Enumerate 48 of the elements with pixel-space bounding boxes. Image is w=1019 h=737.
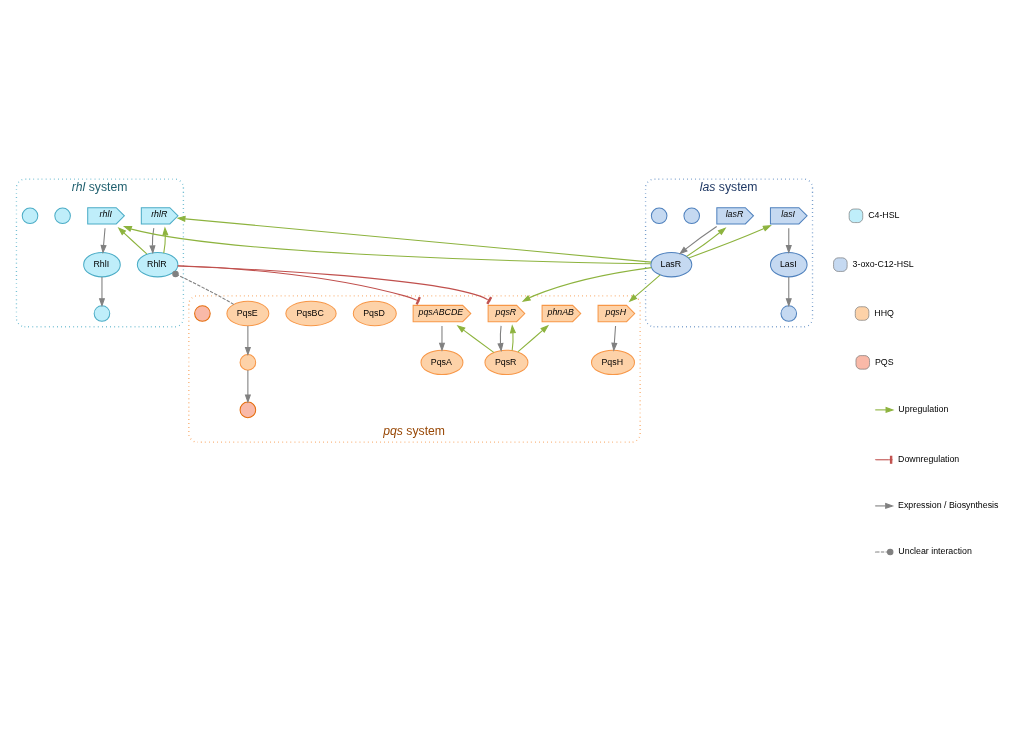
legend-label: Unclear interaction [898, 545, 972, 556]
node-ellipse: PqsR [484, 349, 529, 375]
connector [172, 270, 235, 305]
arrow [688, 224, 772, 258]
legend-label: Upregulation [898, 403, 949, 414]
node-circle [194, 304, 211, 322]
node-ellipse: PqsA [420, 349, 464, 375]
node-ellipse: PqsD [352, 300, 397, 326]
arrow [497, 324, 504, 352]
arrow [98, 276, 106, 307]
arrow [100, 227, 107, 254]
arrow [509, 323, 517, 351]
arrow [244, 369, 251, 404]
arrow [611, 324, 618, 352]
arrow [438, 324, 446, 352]
node-circle [21, 207, 39, 224]
legend-label: HHQ [874, 307, 894, 318]
arrow [678, 225, 718, 255]
node-circle [683, 207, 701, 224]
arrow [117, 226, 148, 254]
legend-label: 3-oxo-C12-HSL [852, 258, 914, 269]
arrow [456, 324, 495, 353]
node-ellipse: PqsE [226, 300, 270, 326]
legend-label: C4-HSL [868, 209, 900, 220]
node-ellipse: LasI [769, 251, 808, 277]
arrow [176, 215, 652, 263]
node-ellipse: PqsBC [285, 300, 337, 326]
arrow [244, 324, 251, 356]
connector [177, 265, 493, 304]
node-ellipse: PqsH [591, 349, 635, 375]
connector [177, 264, 421, 305]
node-circle [54, 207, 71, 224]
node-circle [780, 304, 798, 322]
legend-label: Downregulation [898, 453, 960, 464]
legend-label: PQS [874, 356, 894, 367]
arrow [162, 226, 169, 254]
node-circle [650, 207, 668, 224]
legend-label: Expression / Biosynthesis [898, 499, 999, 510]
arrow [686, 226, 727, 257]
node-circle [239, 401, 257, 418]
node-ellipse: LasR [650, 251, 693, 277]
arrow [517, 324, 550, 352]
node-circle [93, 304, 111, 322]
arrow [521, 266, 652, 302]
node-circle [239, 353, 257, 371]
arrow [785, 276, 792, 307]
node-ellipse: RhlI [83, 251, 121, 277]
arrow [628, 273, 661, 302]
